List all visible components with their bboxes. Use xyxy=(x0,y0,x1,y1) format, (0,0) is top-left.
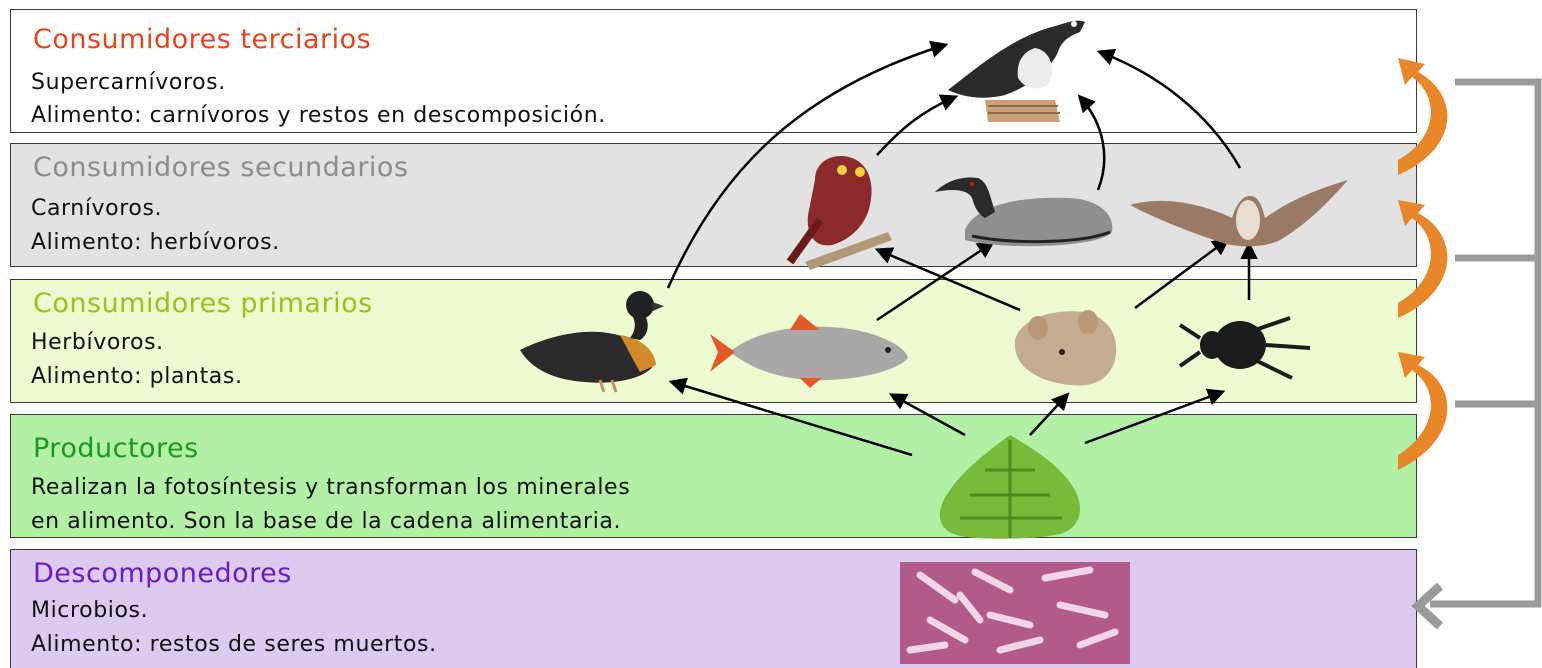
owl-icon xyxy=(786,156,892,270)
level-description: Herbívoros. xyxy=(31,330,164,355)
arrow-plant-to-beetle xyxy=(1084,388,1226,445)
level-title: Consumidores terciarios xyxy=(33,24,372,55)
food-web-arrows xyxy=(666,40,1258,457)
level-food: Alimento: herbívoros. xyxy=(31,230,280,255)
arrow-mouse-to-owl xyxy=(874,247,1021,312)
level-food: Alimento: carnívoros y restos en descomp… xyxy=(31,103,606,128)
grebe-icon xyxy=(935,177,1113,247)
recycle-return-arrow xyxy=(1411,78,1542,630)
arrow-plant-to-mouse xyxy=(1029,392,1070,436)
arrow-grebe-to-osprey xyxy=(1077,94,1106,191)
level-band-tertiary-consumers: Consumidores terciarios Supercarnívoros.… xyxy=(10,9,1417,133)
arrow-bat-to-osprey xyxy=(1096,48,1242,169)
arrow-plant-to-fish xyxy=(888,393,966,437)
arrow-plant-to-duck xyxy=(668,377,913,457)
bat-icon xyxy=(1130,180,1348,247)
level-band-decomposers: Descomponedores Microbios. Alimento: res… xyxy=(10,549,1417,668)
level-food: en alimento. Son la base de la cadena al… xyxy=(31,509,622,534)
arrow-duck-to-osprey xyxy=(666,40,949,289)
energy-arrow-secondary-to-tertiary xyxy=(1398,58,1448,175)
duck-icon xyxy=(520,291,664,393)
level-title: Consumidores primarios xyxy=(33,288,373,319)
arrow-owl-to-osprey xyxy=(876,94,959,156)
energy-arrow-primary-to-secondary xyxy=(1398,200,1448,318)
beetle-icon xyxy=(1178,316,1311,380)
level-description: Carnívoros. xyxy=(31,196,163,221)
level-description: Realizan la fotosíntesis y transforman l… xyxy=(31,475,631,500)
level-band-primary-consumers: Consumidores primarios Herbívoros. Alime… xyxy=(10,279,1417,403)
level-food: Alimento: restos de seres muertos. xyxy=(31,632,437,657)
level-title: Consumidores secundarios xyxy=(33,152,409,183)
level-title: Productores xyxy=(33,433,199,464)
arrow-fish-to-grebe xyxy=(876,241,995,322)
level-description: Supercarnívoros. xyxy=(31,70,226,95)
level-food: Alimento: plantas. xyxy=(31,364,243,389)
energy-flow-arrows xyxy=(1398,58,1448,470)
osprey-icon xyxy=(948,20,1085,122)
mouse-icon xyxy=(1014,310,1117,386)
energy-arrow-producers-to-primary xyxy=(1398,352,1448,470)
arrow-mouse-to-bat xyxy=(1134,237,1230,310)
microbes-icon xyxy=(900,562,1130,664)
level-band-producers: Productores Realizan la fotosíntesis y t… xyxy=(10,414,1417,538)
plant-icon xyxy=(939,435,1080,539)
level-title: Descomponedores xyxy=(33,558,292,589)
fish-icon xyxy=(710,314,908,388)
level-description: Microbios. xyxy=(31,598,149,623)
